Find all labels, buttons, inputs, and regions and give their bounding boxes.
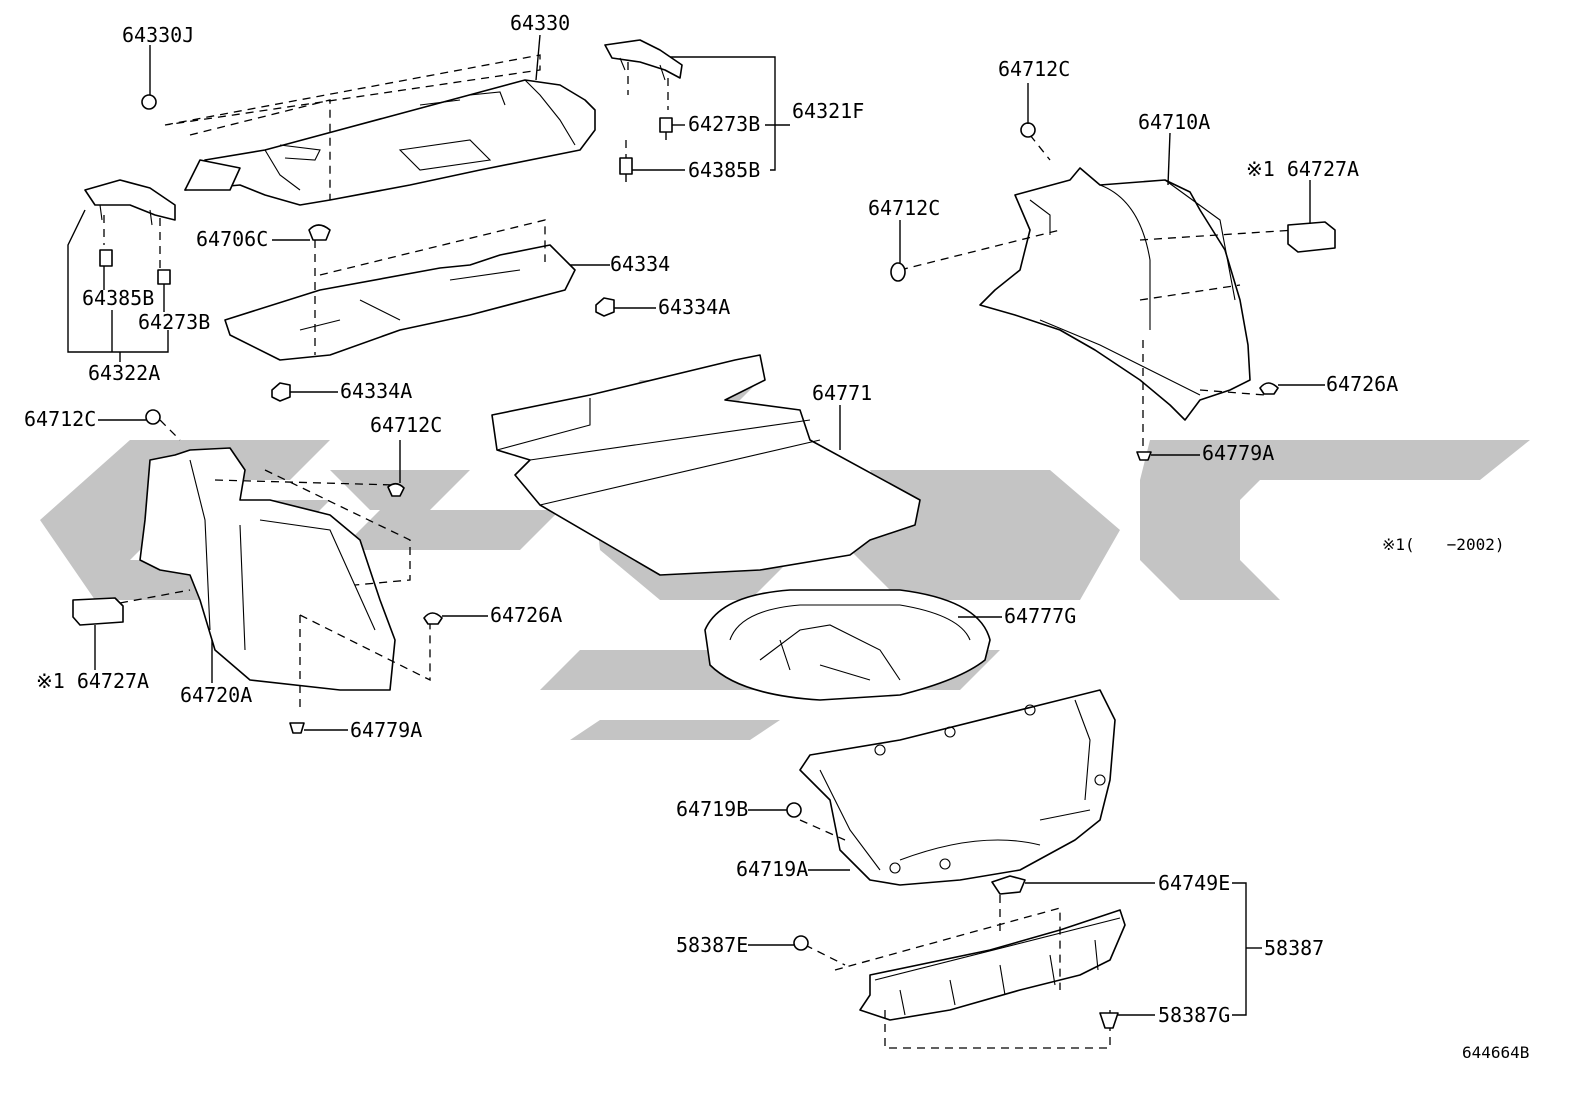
label-64727A-right: ※1 64727A (1246, 157, 1359, 181)
label-64727A-left: ※1 64727A (36, 669, 149, 693)
clip-64712C-tr (1020, 122, 1036, 138)
clip-64779A-left (289, 722, 305, 734)
label-64726A-right: 64726A (1326, 372, 1398, 396)
tray-bracket-right (604, 39, 683, 81)
leader-lines (67, 34, 1325, 1016)
clip-64712C-m (387, 482, 405, 497)
clip-64330J (141, 94, 157, 110)
label-64385B-left: 64385B (82, 286, 154, 310)
clip-64273B-left (157, 269, 171, 285)
clip-64726A-right (1259, 382, 1279, 395)
clip-58387E (793, 935, 809, 951)
label-64334: 64334 (610, 252, 670, 276)
label-64712C-left: 64712C (24, 407, 96, 431)
footnote: ※1( −2002) (1382, 535, 1504, 554)
label-64322A: 64322A (88, 361, 160, 385)
label-64273B-top: 64273B (688, 112, 760, 136)
label-64706C: 64706C (196, 227, 268, 251)
label-58387G: 58387G (1158, 1003, 1230, 1027)
rear-package-tray (184, 79, 596, 206)
quarter-trim-right (979, 167, 1251, 421)
label-58387E: 58387E (676, 933, 748, 957)
label-64719A: 64719A (736, 857, 808, 881)
label-64779A-left: 64779A (350, 718, 422, 742)
pad-64727A-left (72, 597, 124, 626)
label-64334A-left: 64334A (340, 379, 412, 403)
scuff-plate (859, 909, 1126, 1021)
clip-64273B-top (659, 117, 673, 140)
tray-mat (224, 244, 576, 361)
label-64720A: 64720A (180, 683, 252, 707)
trunk-lid-trim (799, 689, 1116, 886)
label-64712C-tr: 64712C (998, 57, 1070, 81)
clip-64726A-left (423, 612, 443, 625)
label-64771: 64771 (812, 381, 872, 405)
clip-64706C (308, 224, 331, 241)
label-64719B: 64719B (676, 797, 748, 821)
label-64334A-right: 64334A (658, 295, 730, 319)
label-64779A-right: 64779A (1202, 441, 1274, 465)
label-64749E: 64749E (1158, 871, 1230, 895)
quarter-trim-left (139, 447, 396, 691)
clip-64719B (786, 802, 802, 818)
pad-64334A-left (271, 382, 291, 402)
label-64330J: 64330J (122, 23, 194, 47)
label-64710A: 64710A (1138, 110, 1210, 134)
clip-64385B-top (619, 157, 633, 182)
clip-64712C-r (890, 262, 906, 282)
label-64321F: 64321F (792, 99, 864, 123)
pad-64334A-right (595, 297, 615, 317)
tool-tray (704, 589, 991, 701)
clip-64749E (991, 875, 1026, 895)
clip-64779A-right (1136, 451, 1152, 461)
clip-64712C-l (145, 409, 161, 425)
clip-64385B-left (99, 249, 113, 267)
label-64726A-left: 64726A (490, 603, 562, 627)
pad-64727A-right (1287, 221, 1336, 253)
label-64777G: 64777G (1004, 604, 1076, 628)
trunk-floor-mat (491, 354, 921, 576)
label-64385B-top: 64385B (688, 158, 760, 182)
tray-bracket-left (84, 179, 176, 226)
label-64712C-r: 64712C (868, 196, 940, 220)
label-64273B-left: 64273B (138, 310, 210, 334)
diagram-id: 644664B (1462, 1043, 1529, 1062)
label-64712C-mid: 64712C (370, 413, 442, 437)
label-64330: 64330 (510, 11, 570, 35)
clip-58387G (1099, 1012, 1119, 1029)
label-58387: 58387 (1264, 936, 1324, 960)
